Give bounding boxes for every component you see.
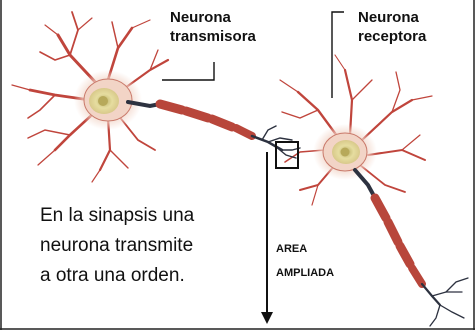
- transmitter-nucleolus: [98, 96, 108, 106]
- transmitter-myelin: [160, 104, 252, 136]
- receiver-label-line2: receptora: [358, 28, 427, 45]
- receiver-terminal-branches: [430, 278, 468, 326]
- caption-line1: En la sinapsis una: [40, 205, 195, 226]
- caption-line3: a otra una orden.: [40, 265, 185, 286]
- receiver-myelin: [375, 198, 422, 284]
- caption-line2: neurona transmite: [40, 235, 193, 256]
- receiver-leader-line: [332, 12, 344, 98]
- transmitter-leader-line: [162, 62, 214, 80]
- receiver-label-line1: Neurona: [358, 9, 420, 26]
- transmitter-label-line2: transmisora: [170, 28, 257, 45]
- transmitter-label-line1: Neurona: [170, 9, 232, 26]
- zoom-label-line1: AREA: [276, 243, 307, 255]
- receiver-nucleolus: [341, 148, 350, 157]
- zoom-label-line2: AMPLIADA: [276, 267, 334, 279]
- zoom-arrow-head: [261, 312, 273, 324]
